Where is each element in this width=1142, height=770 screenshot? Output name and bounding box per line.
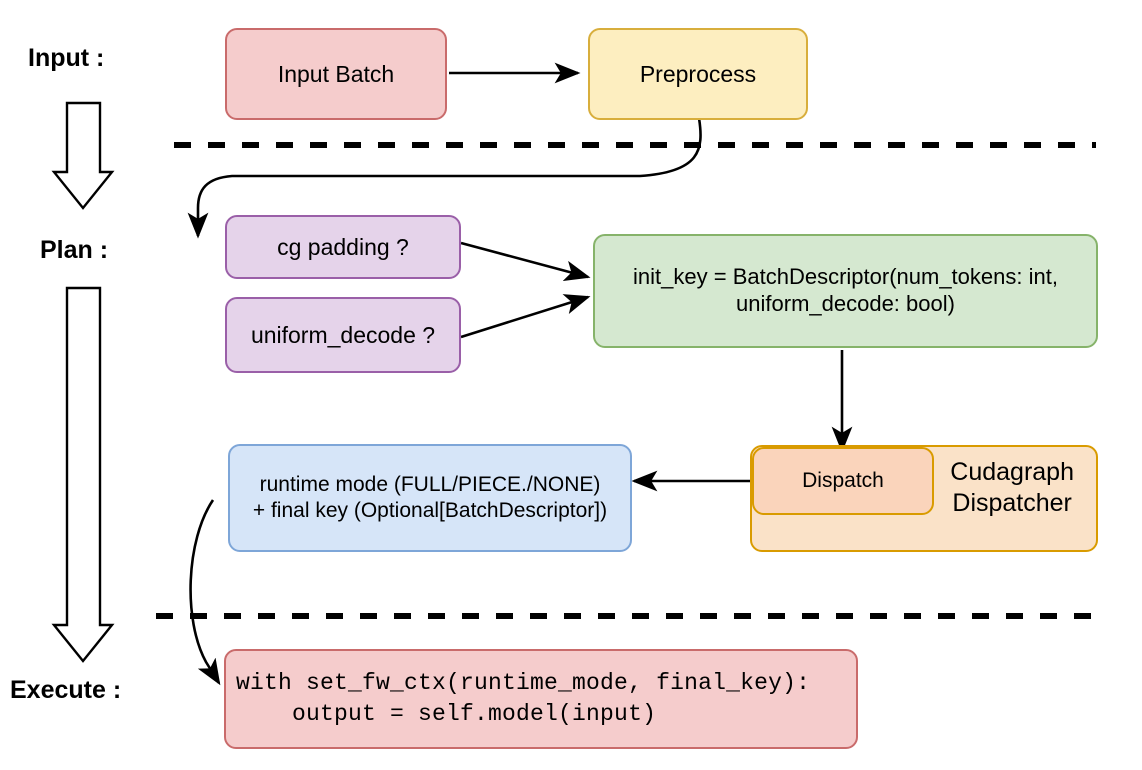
input-batch-node[interactable]: Input Batch [225,28,447,120]
arrow-runtime-mode-to-execute-code [189,499,221,686]
arrow-uniform-decode-to-init-key [460,294,591,339]
stage-label-input: Input : [28,44,105,72]
runtime-mode-node[interactable]: runtime mode (FULL/PIECE./NONE) + final … [228,444,632,552]
stage-label-plan: Plan : [40,236,109,264]
init-key-node[interactable]: init_key = BatchDescriptor(num_tokens: i… [593,234,1098,348]
block-arrow-plan-to-execute [51,286,115,663]
preprocess-node[interactable]: Preprocess [588,28,808,120]
dispatch-node[interactable]: Dispatch [752,447,934,515]
execute-code-node[interactable]: with set_fw_ctx(runtime_mode, final_key)… [224,649,858,749]
arrow-cg-padding-to-init-key [460,241,591,281]
uniform-decode-node[interactable]: uniform_decode ? [225,297,461,373]
cg-padding-node[interactable]: cg padding ? [225,215,461,279]
stage-label-execute: Execute : [10,676,122,704]
block-arrow-input-to-plan [51,101,115,210]
